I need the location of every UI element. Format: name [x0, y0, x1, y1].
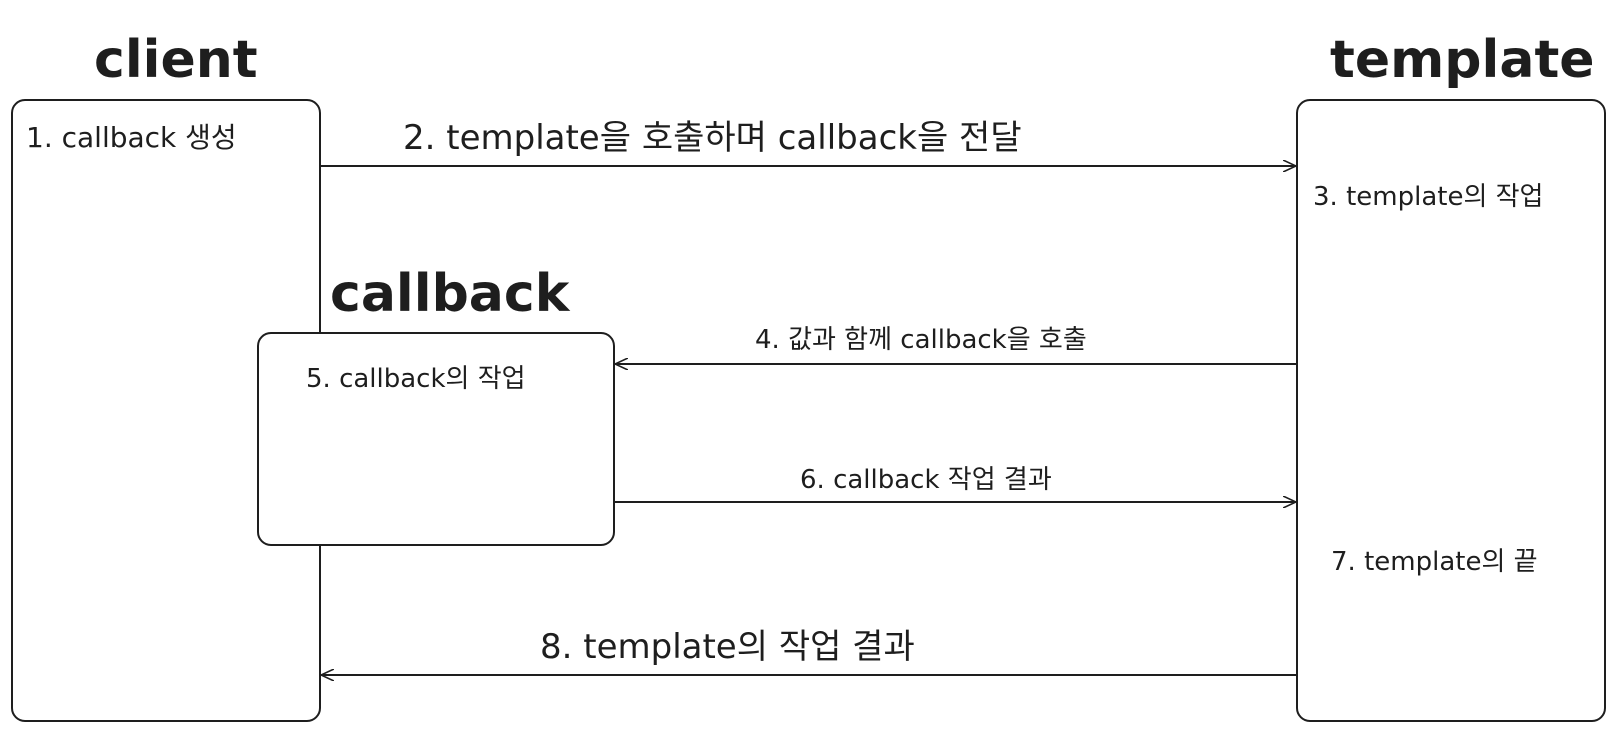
- callback-box: [257, 332, 615, 546]
- step-3-label: 3. template의 작업: [1313, 182, 1544, 212]
- callback-title: callback: [330, 264, 570, 324]
- step-6-label: 6. callback 작업 결과: [800, 465, 1052, 495]
- step-7-label: 7. template의 끝: [1331, 547, 1538, 577]
- step-2-label: 2. template을 호출하며 callback을 전달: [403, 118, 1022, 158]
- template-box: [1296, 99, 1606, 722]
- step-1-label: 1. callback 생성: [26, 121, 237, 154]
- step-8-label: 8. template의 작업 결과: [540, 627, 915, 667]
- step-5-label: 5. callback의 작업: [306, 364, 526, 394]
- template-title: template: [1330, 30, 1595, 90]
- step-4-label: 4. 값과 함께 callback을 호출: [755, 325, 1087, 355]
- client-title: client: [94, 30, 258, 90]
